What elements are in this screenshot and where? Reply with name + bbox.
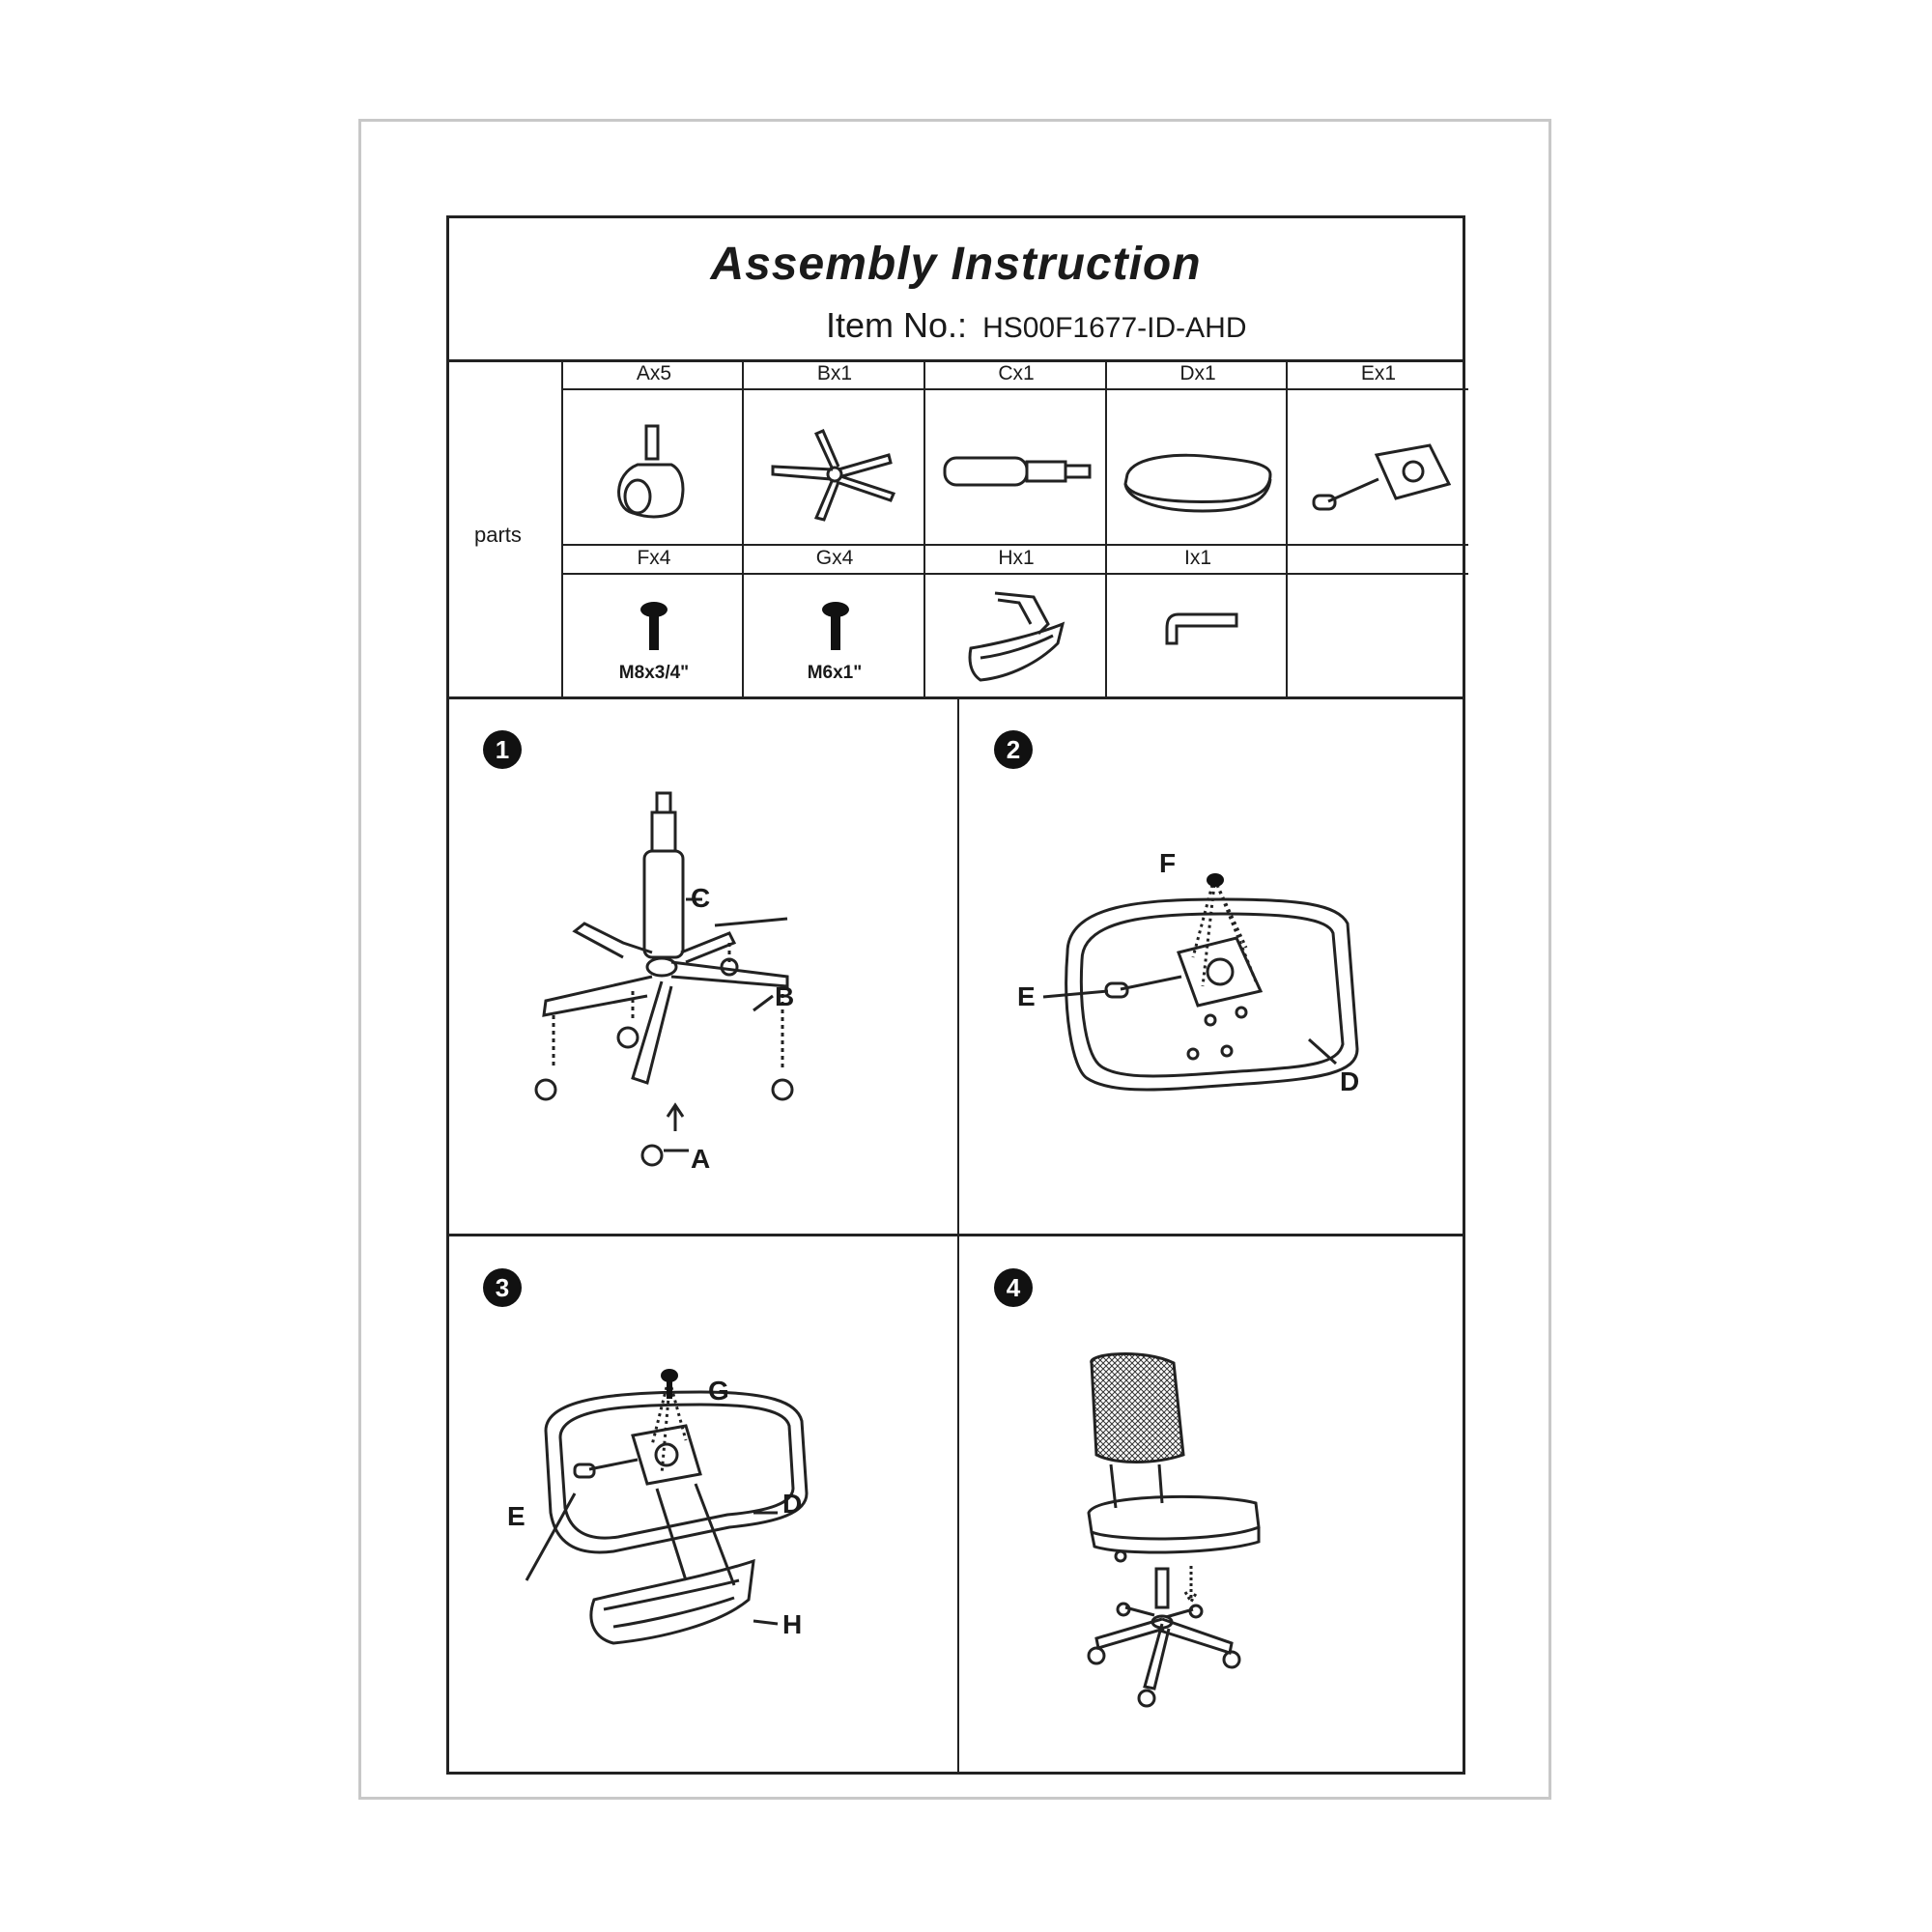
table-col-rule [561, 359, 563, 696]
steps-mid-rule [449, 1234, 1463, 1236]
item-number-code: HS00F1677-ID-AHD [982, 312, 1247, 344]
table-mid-rule [561, 544, 1468, 546]
step-2-callout-f: F [1159, 848, 1177, 878]
part-e-qty: Ex1 [1360, 362, 1397, 384]
step-1-callout-b: B [775, 981, 795, 1011]
document-title: Assembly Instruction [710, 239, 1202, 290]
step-1-callout-a: A [691, 1144, 711, 1174]
step-3-number: 3 [483, 1268, 522, 1307]
step-2-illustration [1042, 873, 1359, 1092]
table-col-rule [1286, 359, 1288, 696]
part-i-qty: Ix1 [1183, 547, 1211, 569]
parts-row-label: parts [474, 523, 522, 547]
step-4-number: 4 [994, 1268, 1033, 1307]
bolt-g-icon [822, 602, 849, 650]
table-mid-rule-2 [561, 573, 1468, 575]
step-2-number: 2 [994, 730, 1033, 769]
table-bottom-rule [449, 696, 1463, 699]
step-1-callout-c: C [691, 883, 711, 913]
step-1-illustration [534, 791, 794, 1167]
caster-wheel-icon [617, 424, 685, 519]
part-g-qty: Gx4 [815, 547, 854, 569]
step-3-callout-e: E [507, 1501, 526, 1531]
five-star-base-icon [771, 429, 896, 522]
part-g-size: M6x1" [807, 663, 863, 683]
table-top-rule [449, 359, 1463, 362]
part-f-size: M8x3/4" [618, 663, 690, 683]
part-c-qty: Cx1 [998, 362, 1035, 384]
gas-cylinder-icon [943, 456, 1092, 487]
table-col-rule [923, 359, 925, 696]
step-3-callout-d: D [782, 1489, 803, 1519]
step-1-number: 1 [483, 730, 522, 769]
backrest-bracket-icon [968, 591, 1065, 682]
seat-cushion-icon [1123, 453, 1272, 513]
part-f-qty: Fx4 [637, 547, 671, 569]
table-col-rule [1105, 359, 1107, 696]
step-4-illustration [1087, 1352, 1261, 1708]
tilt-mechanism-icon [1312, 443, 1452, 511]
step-2-callout-d: D [1340, 1066, 1360, 1096]
step-2-callout-e: E [1017, 981, 1036, 1011]
page-frame [358, 119, 1551, 1800]
item-number-label: Item No.: [826, 305, 968, 345]
step-3-callout-g: G [708, 1376, 729, 1406]
bolt-f-icon [640, 602, 668, 650]
table-col-rule [742, 359, 744, 696]
part-h-qty: Hx1 [998, 547, 1035, 569]
step-3-illustration [525, 1369, 809, 1645]
instruction-sheet: Assembly Instruction Item No.: HS00F1677… [446, 215, 1468, 1775]
table-header-rule [561, 388, 1468, 390]
allen-key-icon [1165, 612, 1238, 645]
item-number: Item No.: HS00F1677-ID-AHD [826, 305, 1247, 346]
part-b-qty: Bx1 [816, 362, 853, 384]
part-a-qty: Ax5 [636, 362, 672, 384]
steps-center-rule [957, 696, 959, 1775]
step-3-callout-h: H [782, 1609, 803, 1639]
part-d-qty: Dx1 [1179, 362, 1216, 384]
